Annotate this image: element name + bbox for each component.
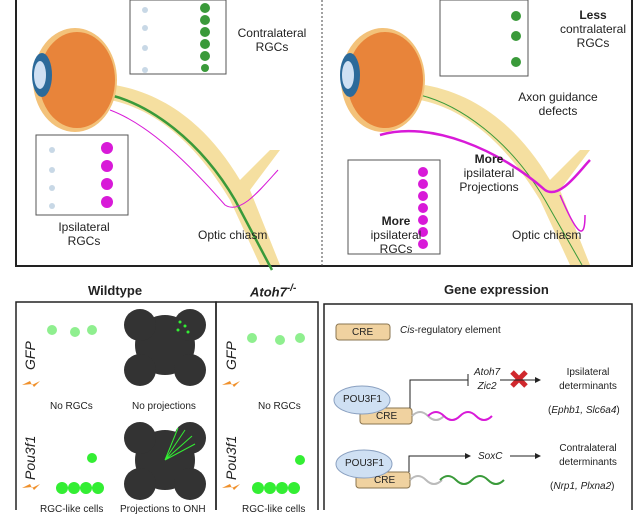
lightning-icons [22, 381, 240, 490]
pou3f1-bubble-2 [335, 449, 393, 479]
onh-projections [164, 427, 196, 461]
optic-chiasm-left: Optic chiasm [198, 228, 268, 242]
contralateral-cells [200, 3, 210, 72]
atoh7-frame [215, 301, 319, 510]
red-x-icon [510, 370, 528, 388]
cre-description: Cis-regulatory element [400, 325, 501, 336]
no-projections: No projections [132, 401, 196, 412]
no-rgcs-atoh7: No RGCs [258, 401, 301, 412]
projections-onh: Projections to ONH [120, 504, 206, 515]
ipsilateral-examples: (Ephb1, Slc6a4) [548, 405, 620, 416]
pou3f1-bubble-1 [333, 385, 391, 415]
right-eye [340, 28, 425, 132]
contralateral-examples: (Nrp1, Plxna2) [550, 481, 615, 492]
cre-label-2: CRE [374, 475, 396, 486]
pou3f1-label-1: POU3F1 [343, 394, 382, 405]
more-ipsilateral-cells [418, 167, 428, 249]
gene-expression-frame [323, 303, 633, 510]
repression-arrow [409, 374, 469, 408]
uncolored-cells [49, 7, 148, 209]
gfp-label-wt: GFP [22, 341, 38, 370]
cre-legend-label: CRE [352, 327, 374, 338]
ipsilateral-label: Ipsilateral RGCs [58, 220, 110, 248]
rgc-like-atoh7: RGC-like cells [242, 504, 306, 515]
ipsilateral-inset [35, 134, 129, 216]
pou3f1-label-atoh7: Pou3f1 [223, 435, 239, 480]
activation-arrow [408, 453, 471, 472]
gfp-label-atoh7: GFP [223, 341, 239, 370]
top-panel-frame [15, 0, 633, 267]
cre-legend-box [335, 323, 391, 341]
retina-flatmount-projections-onh [124, 422, 206, 500]
contralateral-label: Contralateral RGCs [237, 26, 307, 54]
left-optic-nerve [109, 85, 280, 271]
gfp-cells [47, 325, 305, 345]
dna-green [439, 475, 505, 485]
pou3f1-label-2: POU3F1 [345, 458, 384, 469]
gene-expression-title: Gene expression [444, 282, 549, 297]
pou3f1-rgc-like-cells [56, 453, 305, 494]
pou3f1-label-wt: Pou3f1 [22, 435, 38, 480]
rgc-like-wt: RGC-like cells [40, 504, 104, 515]
no-rgcs-wt: No RGCs [50, 401, 93, 412]
ipsilateral-cells [101, 142, 113, 208]
wildtype-title: Wildtype [88, 283, 143, 298]
retina-flatmount-no-projections [124, 309, 206, 386]
right-optic-nerve [379, 85, 591, 266]
dna-magenta [427, 411, 493, 421]
left-eye [32, 28, 117, 132]
atoh7-title: Atoh7-/- [250, 283, 297, 300]
optic-chiasm-right: Optic chiasm [512, 228, 582, 242]
cre-label-1: CRE [376, 411, 398, 422]
soxc-gene: SoxC [478, 451, 503, 462]
